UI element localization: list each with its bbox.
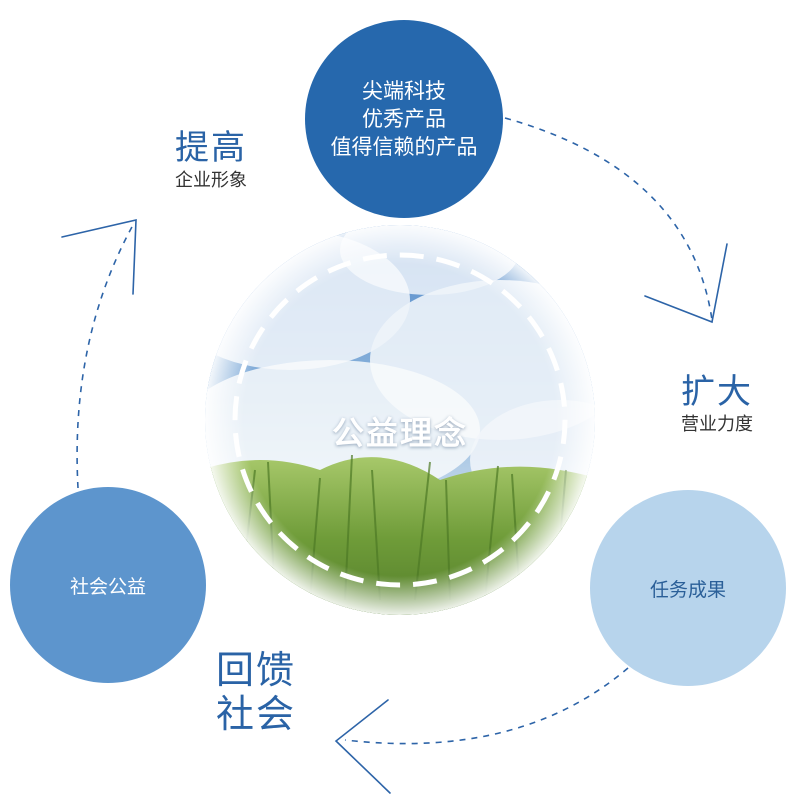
label-top-left: 提高 企业形象 [175, 128, 247, 194]
label-right-subtitle: 营业力度 [681, 414, 753, 435]
label-bottom: 回馈 社会 [216, 648, 296, 736]
node-left: 社会公益 [10, 487, 206, 683]
node-right-label: 任务成果 [649, 578, 726, 601]
arrowhead-top-left [61, 218, 137, 295]
node-right: 任务成果 [590, 490, 786, 686]
center-title: 公益理念 [331, 414, 468, 452]
label-top-left-title: 提高 [175, 128, 247, 168]
label-right: 扩大 营业力度 [681, 372, 753, 438]
label-bottom-line1: 回馈 [216, 648, 297, 692]
node-top-line: 尖端科技 [362, 79, 446, 103]
arc-top-to-right [504, 117, 713, 321]
arc-right-to-bottom [344, 667, 629, 745]
center-dashed-ring [232, 252, 568, 588]
label-right-title: 扩大 [681, 372, 753, 412]
arrowhead-right [644, 243, 728, 324]
connector-arcs [76, 117, 713, 745]
arc-left-to-top [76, 224, 134, 489]
node-top-line: 优秀产品 [362, 107, 446, 131]
node-left-label: 社会公益 [69, 575, 146, 598]
arrowhead-bottom [334, 699, 391, 794]
node-top: 尖端科技 优秀产品 值得信赖的产品 [305, 20, 503, 218]
label-top-left-subtitle: 企业形象 [175, 170, 247, 191]
arrowheads [61, 218, 728, 794]
node-top-line: 值得信赖的产品 [330, 135, 478, 159]
label-bottom-line2: 社会 [216, 692, 297, 736]
